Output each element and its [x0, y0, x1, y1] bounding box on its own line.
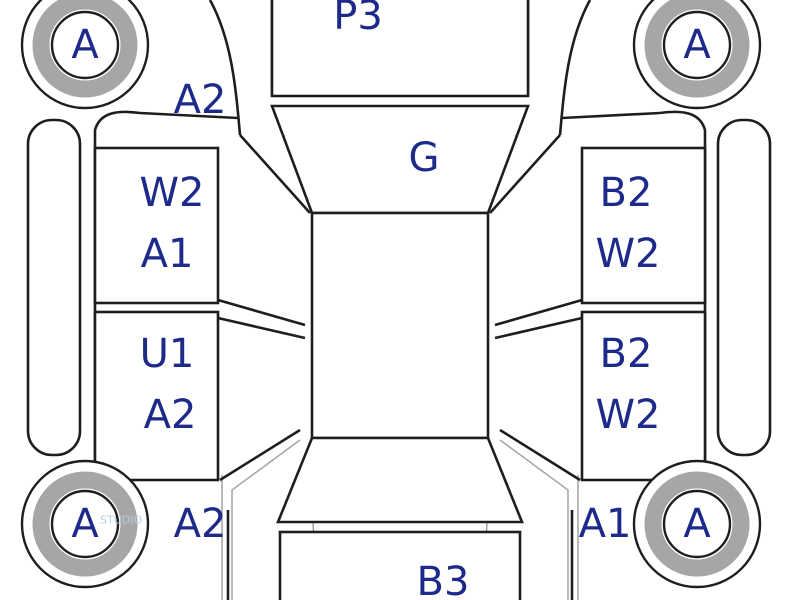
rear-bumper-panel [278, 530, 522, 600]
wheel-front-left [20, 0, 150, 110]
body-outline [93, 0, 707, 600]
rear-left-quarter-code: A2 [174, 501, 227, 547]
left-rear-door-panel [93, 310, 220, 482]
left-front-door-code-2: A1 [141, 231, 194, 277]
left-side-skirt [26, 118, 82, 457]
wheel-rear-right-label: A [683, 501, 711, 547]
watermark: STUDIO [100, 514, 142, 527]
right-side-skirt [716, 118, 772, 457]
rear-panel-code: B3 [417, 559, 470, 600]
left-rear-door-code-2: A2 [144, 392, 197, 438]
right-rear-door-panel [580, 310, 707, 482]
trunk-panel [276, 436, 524, 524]
front-bumper-panel [270, 0, 530, 98]
left-front-door-code-1: W2 [140, 170, 205, 216]
wheel-front-right-label: A [683, 22, 711, 68]
wheel-rear-left [20, 459, 150, 589]
hood-code: G [409, 135, 440, 181]
right-front-door-code-1: B2 [600, 170, 653, 216]
roof-panel [310, 211, 490, 440]
left-front-door-panel [93, 146, 220, 305]
right-rear-door-code-2: W2 [596, 392, 661, 438]
right-rear-door-code-1: B2 [600, 331, 653, 377]
wheel-front-left-label: A [71, 22, 99, 68]
hood-panel [270, 104, 530, 215]
left-rear-door-code-1: U1 [140, 331, 195, 377]
wheel-rear-left-label: A [71, 501, 99, 547]
wheel-front-right [632, 0, 762, 110]
rear-right-quarter-code: A1 [579, 501, 632, 547]
front-left-fender-code: A2 [174, 77, 227, 123]
front-panel-code: P3 [333, 0, 383, 39]
wheel-rear-right [632, 459, 762, 589]
right-front-door-code-2: W2 [596, 231, 661, 277]
right-front-door-panel [580, 146, 707, 305]
